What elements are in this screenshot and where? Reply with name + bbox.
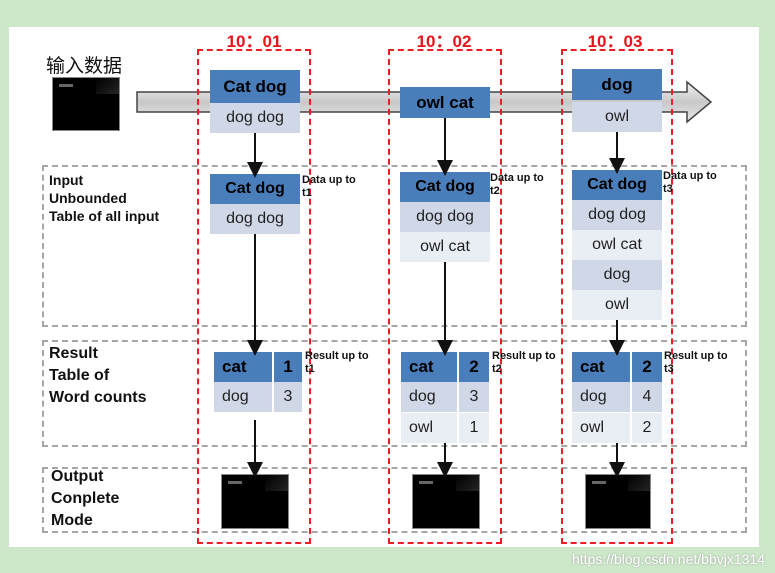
input-terminal-icon: [52, 77, 120, 131]
result-t3-row-0-count: 4: [630, 382, 662, 412]
output-label-line-3: Mode: [51, 512, 93, 529]
output-t3-terminal-icon: [585, 474, 651, 529]
stream-t2-top: owl cat: [400, 87, 490, 118]
input-label-line-1: Input: [49, 172, 84, 188]
result-t3-note: Result up to t3: [664, 350, 728, 375]
output-section-box: [42, 467, 747, 533]
result-t2-header-word: cat: [401, 352, 457, 382]
result-t1-row-0-count: 3: [272, 382, 302, 412]
stream-t1-bottom: dog dog: [210, 103, 300, 133]
flow-arrows: [247, 118, 625, 478]
result-t1-header-count: 1: [272, 352, 302, 382]
input-t2-row-0: Cat dog: [400, 172, 490, 202]
stream-t1-top: Cat dog: [210, 70, 300, 103]
input-label-line-3: Table of all input: [49, 208, 160, 224]
output-label-line-2: Conplete: [51, 490, 120, 507]
result-t1-row-0-word: dog: [214, 382, 272, 412]
input-label-line-2: Unbounded: [49, 190, 127, 206]
result-t3-row-1-count: 2: [630, 413, 662, 443]
time-label-t2: 10：02: [416, 32, 472, 51]
input-t1-note: Data up to t1: [302, 174, 356, 199]
input-t3-row-3: dog: [572, 260, 662, 290]
result-t3-header-word: cat: [572, 352, 630, 382]
result-section-box: [42, 340, 747, 447]
diagram-canvas: 输入数据 10：01 10：02 10：03 Input Unbounded T…: [9, 27, 759, 547]
result-t1-note: Result up to t1: [305, 350, 369, 375]
stream-t3-top: dog: [572, 69, 662, 100]
output-t2-terminal-icon: [412, 474, 480, 529]
time-column-t1: [197, 49, 311, 544]
result-t1-header-word: cat: [214, 352, 272, 382]
output-label-line-1: Output: [51, 468, 104, 485]
input-section-box: [42, 165, 747, 327]
result-t2-header-count: 2: [457, 352, 489, 382]
input-t3-row-1: dog dog: [572, 200, 662, 230]
result-t3-header-count: 2: [630, 352, 662, 382]
time-label-t1: 10：01: [226, 32, 282, 51]
input-data-label: 输入数据: [46, 56, 123, 77]
result-label-line-1: Result: [49, 345, 98, 362]
input-t2-row-1: dog dog: [400, 202, 490, 232]
result-t3-row-1-word: owl: [572, 413, 630, 443]
time-column-t2: [388, 49, 502, 544]
result-t2-row-1-word: owl: [401, 413, 457, 443]
result-t2-row-0-count: 3: [457, 382, 489, 412]
input-t2-note: Data up to t2: [490, 172, 544, 197]
time-label-t3: 10：03: [587, 32, 643, 51]
input-t3-row-0: Cat dog: [572, 170, 662, 200]
result-t3-row-0-word: dog: [572, 382, 630, 412]
result-label-line-3: Word counts: [49, 389, 147, 406]
input-t3-note: Data up to t3: [663, 170, 717, 195]
watermark-text: https://blog.csdn.net/bbvjx1314: [571, 551, 765, 567]
result-label-line-2: Table of: [49, 367, 110, 384]
result-t2-row-0-word: dog: [401, 382, 457, 412]
result-t2-row-1-count: 1: [457, 413, 489, 443]
input-t1-row-1: dog dog: [210, 204, 300, 234]
input-t2-row-2: owl cat: [400, 232, 490, 262]
input-section-label: Input Unbounded Table of all input: [49, 171, 159, 225]
result-section-label: Result Table of Word counts: [49, 343, 146, 409]
stream-t3-bottom: owl: [572, 102, 662, 132]
input-t3-row-2: owl cat: [572, 230, 662, 260]
output-section-label: Output Conplete Mode: [51, 466, 119, 532]
input-t3-row-4: owl: [572, 290, 662, 320]
result-t2-note: Result up to t2: [492, 350, 556, 375]
output-t1-terminal-icon: [221, 474, 289, 529]
input-t1-row-0: Cat dog: [210, 174, 300, 204]
time-column-t3: [561, 49, 673, 544]
